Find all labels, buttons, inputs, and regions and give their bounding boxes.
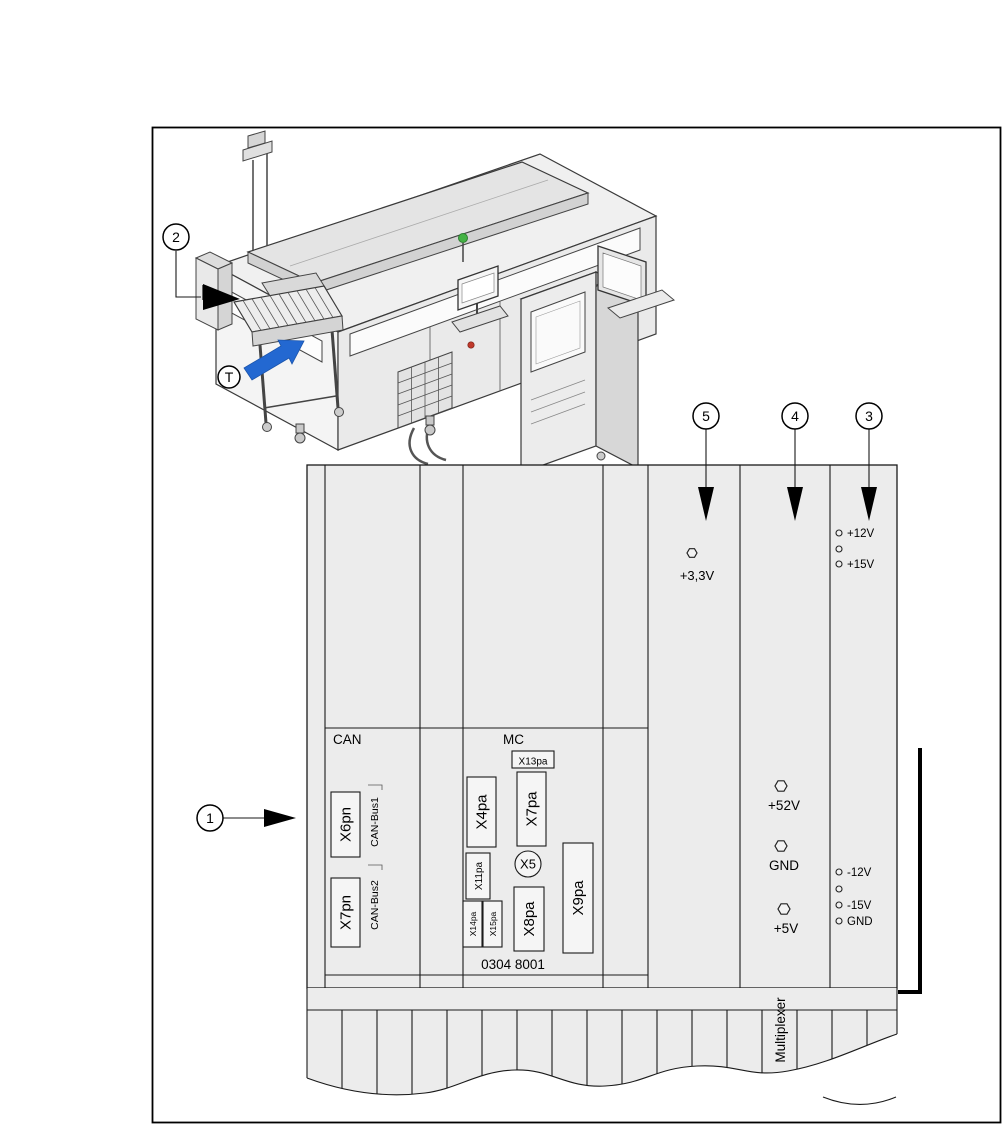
connector-label-x6pn: X6pn — [338, 807, 355, 842]
callout-5-label: 5 — [702, 408, 710, 424]
machine-illustration — [194, 130, 676, 485]
testpoint-p12v-marker — [835, 529, 843, 537]
callout-3-arrow-icon — [861, 487, 877, 521]
callout-5-group: 5 — [692, 402, 720, 521]
testpoint-unlabeled-upper — [835, 545, 843, 553]
testpoint-3v3-label: +3,3V — [680, 568, 715, 583]
testpoint-gnd-upper-marker — [774, 840, 788, 852]
callout-t-group: T — [217, 339, 305, 389]
torn-edge — [306, 1033, 898, 1096]
panel-outline — [306, 464, 898, 989]
side-bracket — [898, 748, 922, 994]
testpoint-5v-label: +5V — [774, 921, 798, 936]
connector-box-x9pa — [562, 842, 594, 954]
page-frame — [151, 126, 1002, 1124]
testpoint-m15v-marker — [835, 901, 843, 909]
callout-4 — [781, 402, 809, 430]
callout-2-group: 2 — [162, 223, 240, 310]
testpoint-gnd-upper-label: GND — [769, 858, 799, 873]
callout-t — [217, 365, 241, 389]
connector-box-x8pa — [513, 886, 545, 952]
bottom-rack: Multiplexer — [306, 988, 898, 1105]
connector-box-x7pa — [516, 771, 547, 847]
bottom-rack-fill — [307, 988, 897, 1095]
connector-label-x14pa: X14pa — [468, 911, 478, 936]
testpoint-5v-marker — [777, 903, 791, 915]
connector-box-x7pn — [330, 877, 361, 948]
connector-label-x8pa: X8pa — [521, 901, 538, 937]
testpoint-gnd-lower-label: GND — [847, 916, 873, 928]
feeder-table — [233, 272, 344, 432]
callout-1-arrow-icon — [264, 809, 296, 827]
connector-label-x7pn: X7pn — [338, 895, 355, 930]
testpoint-52v-label: +52V — [768, 798, 800, 813]
testpoint-52v-marker — [774, 780, 788, 792]
module-mc: MC X13pa X4pa X7pa X11pa X5 X14pa X15pa … — [462, 732, 594, 972]
testpoint-gnd-lower-marker — [835, 917, 843, 925]
callout-t-label: T — [225, 369, 234, 385]
connector-label-x15pa: X15pa — [488, 911, 498, 936]
connector-label-x7pa: X7pa — [524, 791, 541, 827]
electronics-panel: CAN X6pn X7pn CAN-Bus1 CAN-Bus2 MC X13pa… — [306, 464, 922, 994]
module-can: CAN X6pn X7pn CAN-Bus1 CAN-Bus2 — [330, 732, 383, 948]
keyboard-tray — [606, 289, 676, 319]
connector-box-x15pa — [482, 900, 503, 948]
testpoint-m12v-marker — [835, 868, 843, 876]
panel-grid-lines — [324, 465, 831, 988]
swing-arm-monitor — [595, 245, 676, 319]
testpoint-3v3-marker — [686, 548, 698, 558]
green-lamp-icon — [458, 233, 468, 262]
emergency-stop-icon — [467, 341, 475, 349]
callout-3 — [855, 402, 883, 430]
callout-3-label: 3 — [865, 408, 873, 424]
callout-4-label: 4 — [791, 408, 799, 424]
testpoint-unlabeled-lower — [835, 885, 843, 893]
vent-grille — [397, 351, 453, 429]
connector-label-x4pa: X4pa — [474, 794, 491, 830]
can-bus1-label: CAN-Bus1 — [369, 797, 381, 847]
connector-box-x13pa — [511, 750, 555, 769]
callout-2-arrow-icon — [203, 284, 240, 310]
callout-2 — [162, 223, 190, 251]
mc-module-label: MC — [503, 732, 524, 747]
testpoints: +3,3V +52V GND +5V +12V +15V -12V -15V G… — [680, 528, 875, 936]
connector-label-x9pa: X9pa — [570, 880, 587, 916]
connector-label-x11pa: X11pa — [474, 861, 485, 890]
callout-1-label: 1 — [206, 810, 214, 826]
signal-mast — [242, 130, 273, 250]
callout-1-group: 1 — [196, 804, 296, 832]
connector-label-x13pa: X13pa — [519, 757, 548, 768]
callout-1 — [196, 804, 224, 832]
callout-2-leader — [175, 251, 201, 298]
can-module-label: CAN — [333, 732, 362, 747]
testpoint-m15v-label: -15V — [847, 900, 872, 912]
connector-box-x4pa — [466, 776, 497, 848]
callout-5-arrow-icon — [698, 487, 714, 521]
torn-edge-2 — [822, 1096, 897, 1105]
machine-monitor — [451, 265, 509, 349]
connector-box-x14pa — [462, 900, 483, 948]
connector-circle-x5 — [514, 850, 542, 878]
connector-box-x11pa — [465, 852, 491, 900]
feeder-direction-arrow-icon — [243, 339, 305, 381]
testpoint-p12v-label: +12V — [847, 528, 875, 540]
multiplexer-label: Multiplexer — [773, 997, 788, 1063]
callout-3-group: 3 — [855, 402, 883, 521]
board-number-label: 0304 8001 — [481, 957, 545, 972]
testpoint-m12v-label: -12V — [847, 867, 872, 879]
callout-4-group: 4 — [781, 402, 809, 521]
connector-box-x6pn — [330, 791, 361, 858]
callout-4-arrow-icon — [787, 487, 803, 521]
testpoint-p15v-label: +15V — [847, 559, 875, 571]
can-bus2-label: CAN-Bus2 — [369, 880, 381, 930]
machine-casters — [294, 415, 436, 444]
testpoint-p15v-marker — [835, 560, 843, 568]
connector-label-x5: X5 — [520, 857, 536, 872]
callout-5 — [692, 402, 720, 430]
callout-2-label: 2 — [172, 229, 180, 245]
